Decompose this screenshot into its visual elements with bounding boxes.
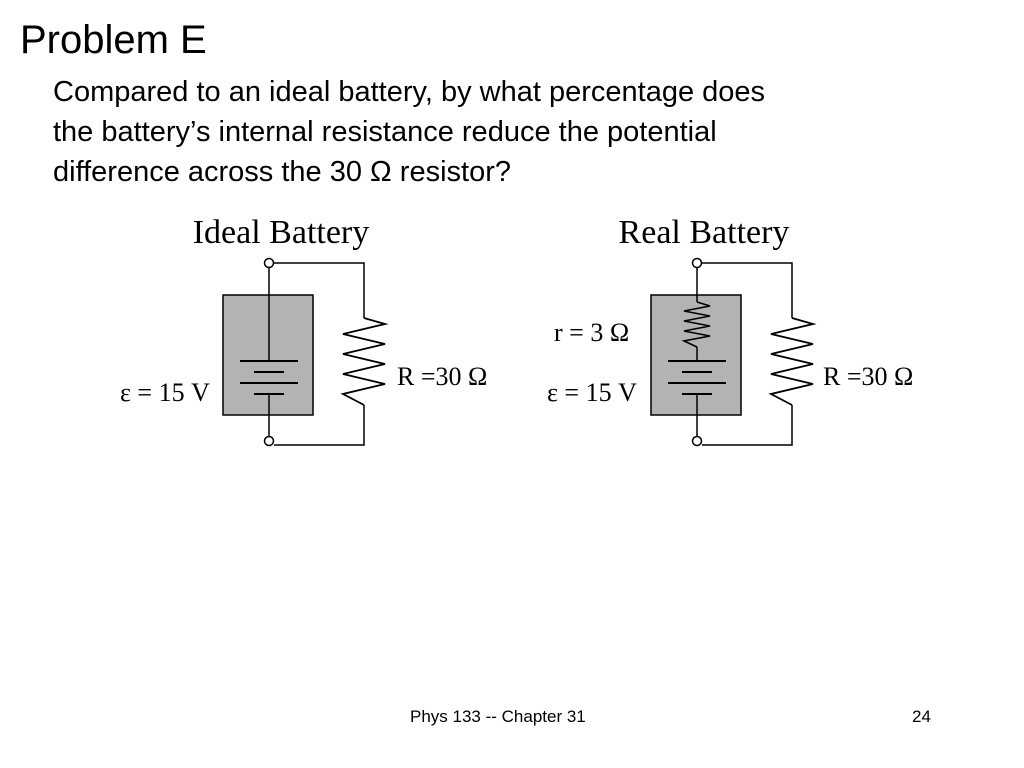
footer-course: Phys 133 -- Chapter 31 xyxy=(410,707,586,726)
internal-resistor xyxy=(681,301,711,348)
ideal-battery-title: Ideal Battery xyxy=(193,214,370,251)
ideal-battery-box xyxy=(222,294,314,416)
question-line-3: difference across the 30 Ω resistor? xyxy=(53,156,511,188)
real-emf-label: ε = 15 V xyxy=(547,378,637,407)
real-terminal-bottom xyxy=(691,435,703,447)
question-line-2: the battery’s internal resistance reduce… xyxy=(53,116,717,148)
ideal-resistor-label: R =30 Ω xyxy=(397,362,487,391)
ideal-wires xyxy=(268,262,365,446)
ideal-battery-circuit: Ideal Battery ε = 15 V R =30 Ω xyxy=(120,214,487,447)
real-battery-cell xyxy=(668,360,726,395)
real-load-resistor xyxy=(768,317,817,406)
slide-title: Problem E xyxy=(20,18,207,62)
real-resistor-label: R =30 Ω xyxy=(823,362,913,391)
ideal-load-resistor xyxy=(340,317,389,406)
internal-resistance-label: r = 3 Ω xyxy=(554,318,629,347)
page-number: 24 xyxy=(912,707,931,726)
ideal-emf-label: ε = 15 V xyxy=(120,378,210,407)
question-text: Compared to an ideal battery, by what pe… xyxy=(53,72,933,192)
ideal-terminal-bottom xyxy=(263,435,275,447)
ideal-terminal-top xyxy=(263,257,275,269)
question-line-1: Compared to an ideal battery, by what pe… xyxy=(53,76,766,108)
ideal-battery-cell xyxy=(240,360,298,395)
real-wires xyxy=(696,262,793,446)
real-battery-title: Real Battery xyxy=(619,214,790,251)
real-battery-circuit: Real Battery r = 3 Ω ε = 15 V R =30 Ω xyxy=(547,214,913,447)
real-terminal-top xyxy=(691,257,703,269)
